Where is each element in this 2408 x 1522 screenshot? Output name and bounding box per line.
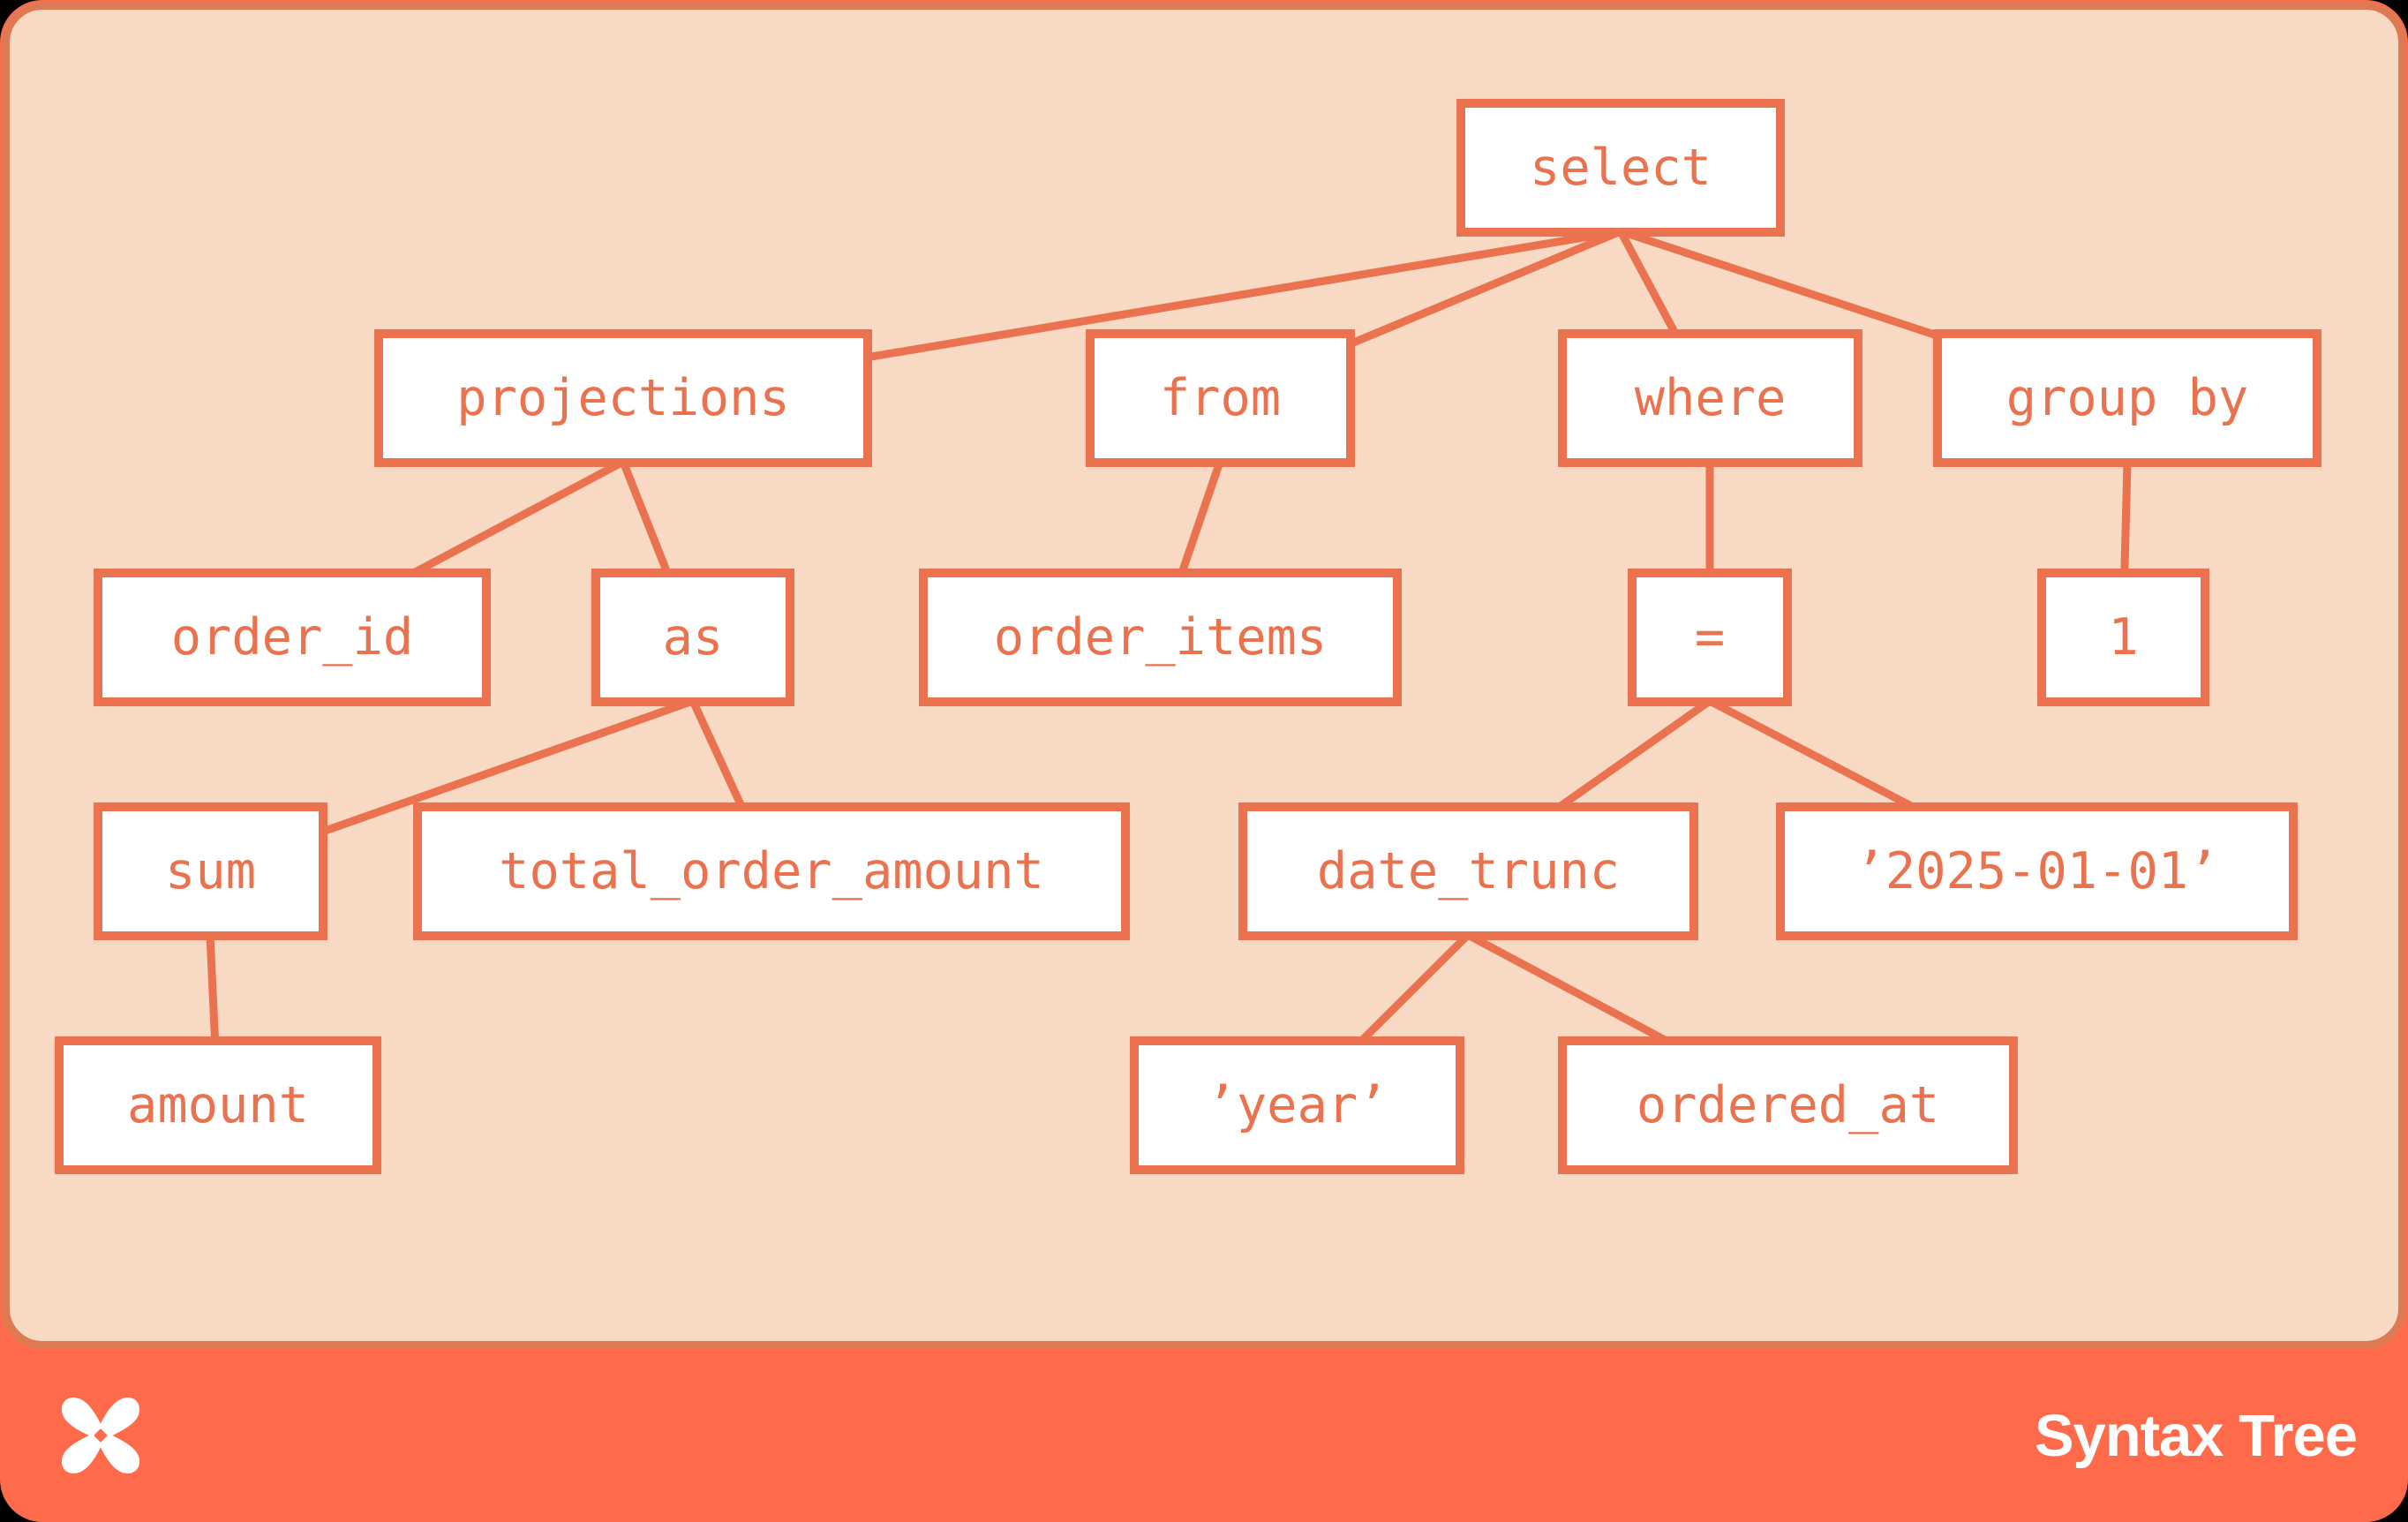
node-where: where xyxy=(1558,329,1862,467)
node-amount: amount xyxy=(55,1036,381,1174)
footer-bar: Syntax Tree xyxy=(0,1349,2408,1522)
node-select: select xyxy=(1456,99,1785,237)
node-as: as xyxy=(591,569,794,706)
node-1: 1 xyxy=(2037,569,2209,706)
node-total-order-amount: total_order_amount xyxy=(413,802,1130,940)
node-group-by: group by xyxy=(1933,329,2321,467)
node-order-id: order_id xyxy=(94,569,491,706)
node-order-items: order_items xyxy=(919,569,1402,706)
dbt-logo-icon xyxy=(61,1398,140,1473)
node-year: ’year’ xyxy=(1130,1036,1464,1174)
footer-title: Syntax Tree xyxy=(2034,1402,2358,1469)
node-from: from xyxy=(1086,329,1355,467)
node-sum: sum xyxy=(94,802,327,940)
node-projections: projections xyxy=(374,329,872,467)
node-equals: = xyxy=(1628,569,1792,706)
node-ordered-at: ordered_at xyxy=(1558,1036,2018,1174)
node-2025-01-01: ’2025-01-01’ xyxy=(1776,802,2298,940)
node-date-trunc: date_trunc xyxy=(1238,802,1698,940)
